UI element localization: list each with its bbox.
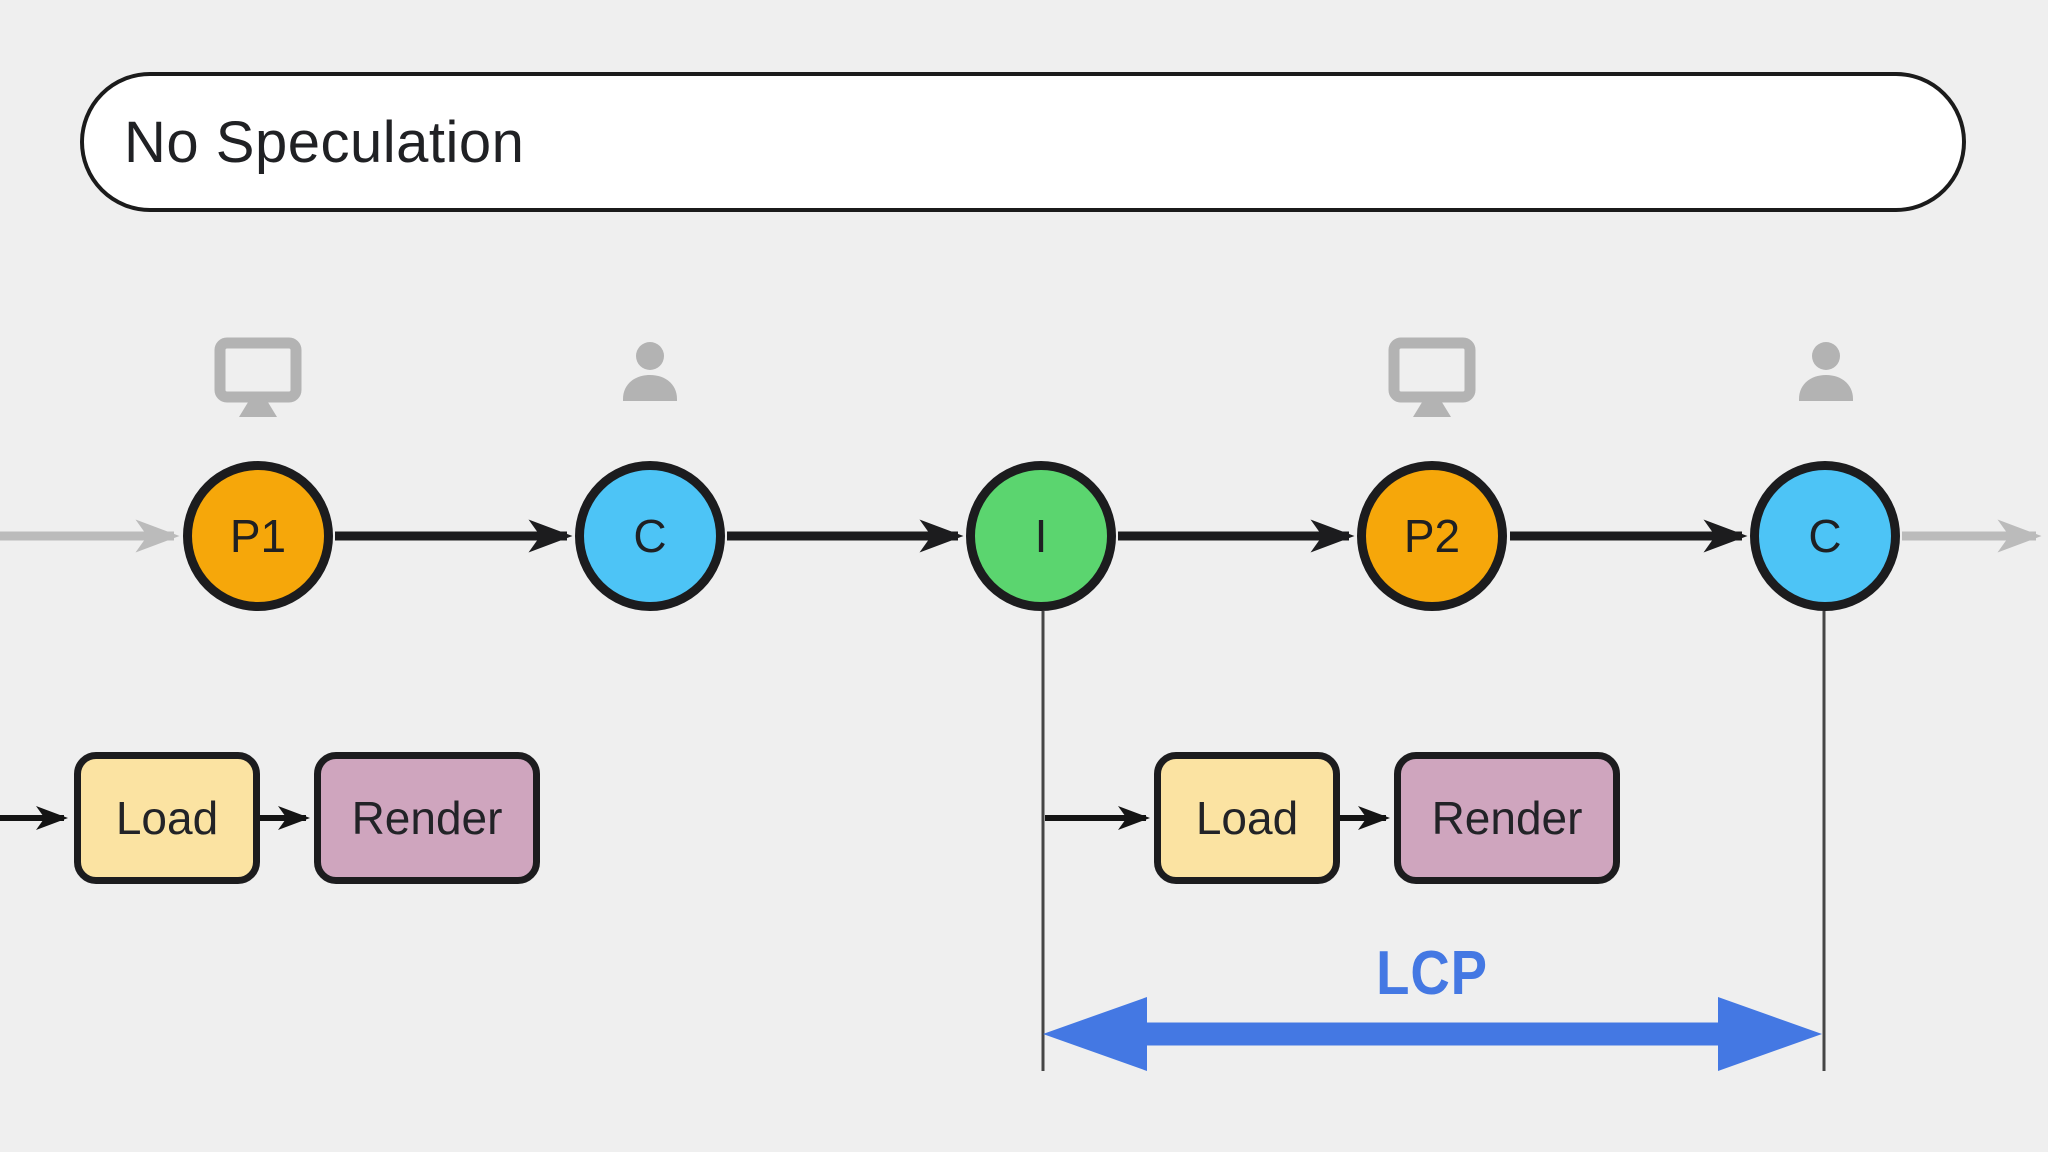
monitor-icon — [1388, 337, 1476, 417]
monitor-icon — [214, 337, 302, 417]
person-icon — [623, 342, 677, 401]
load-box-1: Load — [74, 752, 260, 884]
render-box-2: Render — [1394, 752, 1620, 884]
task-label: Load — [1195, 792, 1299, 844]
node-label: P2 — [1403, 510, 1461, 562]
person-icon — [1799, 342, 1853, 401]
node-label: C — [1808, 510, 1842, 562]
diagram-title: No Speculation — [124, 109, 525, 175]
diagram-title-pill: No Speculation — [80, 72, 1966, 212]
lcp-label: LCP — [1376, 939, 1488, 1008]
load-box-2: Load — [1154, 752, 1340, 884]
node-click-1: C — [575, 461, 725, 611]
node-interaction: I — [966, 461, 1116, 611]
node-label: C — [633, 510, 667, 562]
node-click-2: C — [1750, 461, 1900, 611]
node-label: I — [1034, 510, 1048, 562]
task-label: Load — [115, 792, 219, 844]
node-prerender-1: P1 — [183, 461, 333, 611]
node-prerender-2: P2 — [1357, 461, 1507, 611]
task-label: Render — [1431, 792, 1583, 844]
render-box-1: Render — [314, 752, 540, 884]
lcp-span-arrow — [1043, 997, 1822, 1071]
node-label: P1 — [229, 510, 287, 562]
task-label: Render — [351, 792, 503, 844]
